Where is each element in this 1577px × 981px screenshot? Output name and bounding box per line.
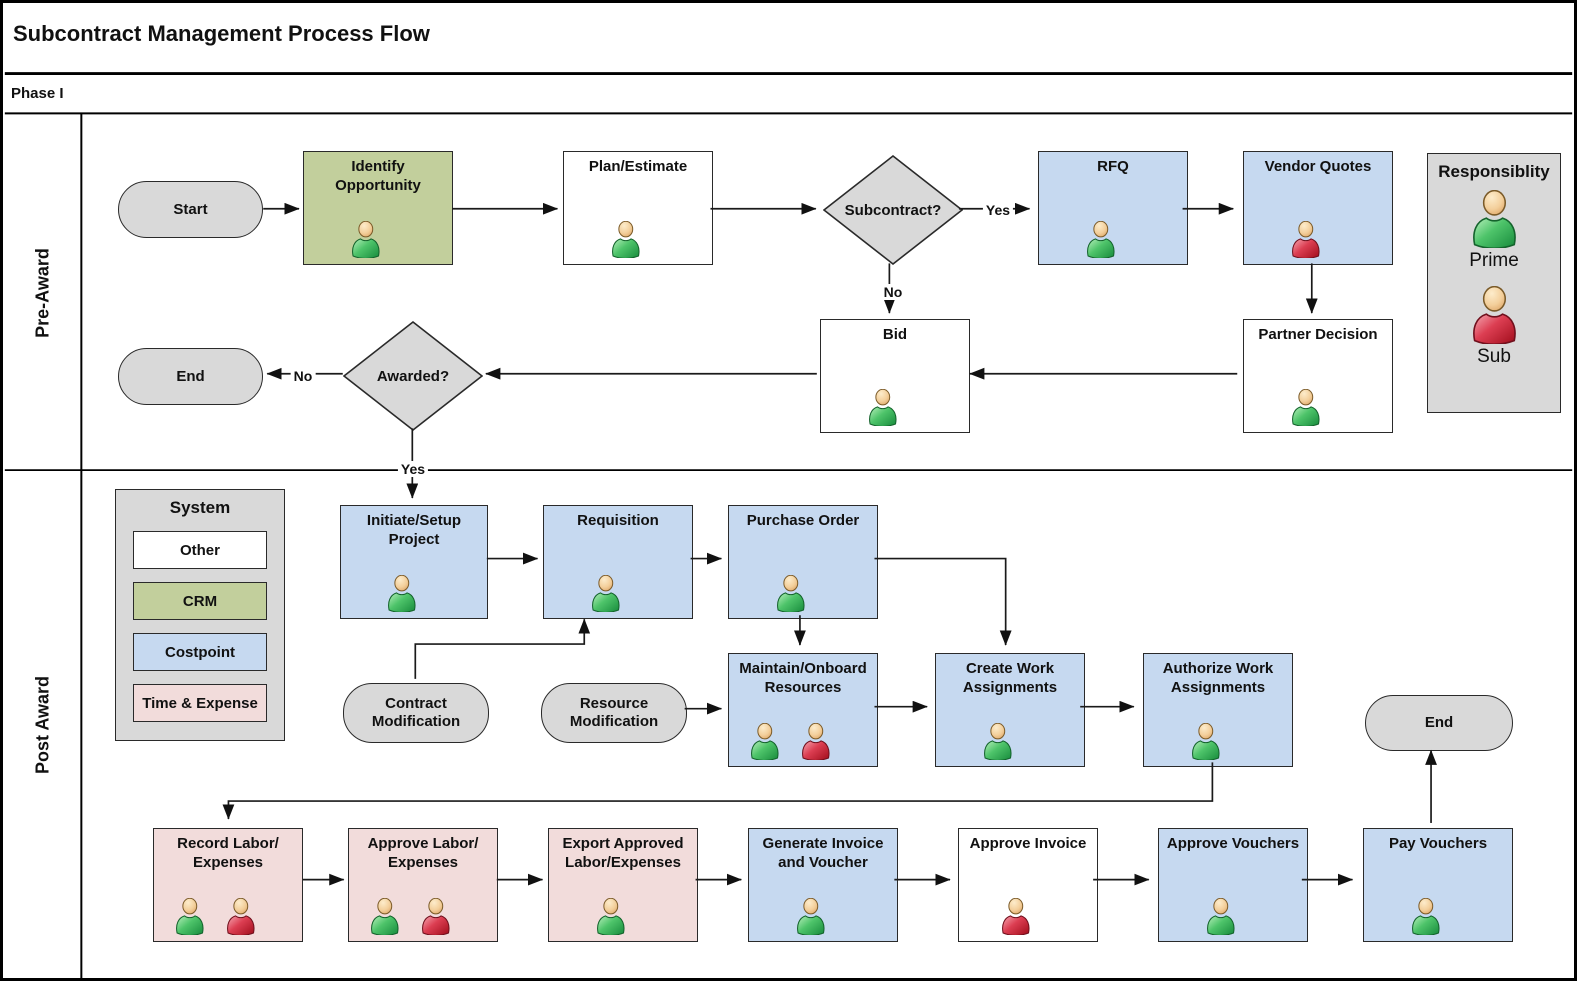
process-requisition: Requisition <box>543 505 693 619</box>
diamond-shape <box>823 155 963 265</box>
person-sub-icon <box>1291 221 1320 258</box>
process-approve-labor-expenses: Approve Labor/ Expenses <box>348 828 498 942</box>
legend-swatch-time-expense: Time & Expense <box>133 684 267 722</box>
legend-swatch-costpoint: Costpoint <box>133 633 267 671</box>
person-prime-icon <box>868 389 897 426</box>
person-sub-icon <box>1473 286 1516 344</box>
edge-label-subcontract-yes: Yes <box>982 202 1014 218</box>
edge-label-awarded-no: No <box>290 368 316 384</box>
terminator-resource-modification: Resource Modification <box>541 683 687 743</box>
person-prime-icon <box>591 575 620 612</box>
person-prime-icon <box>1473 190 1516 248</box>
process-rfq: RFQ <box>1038 151 1188 265</box>
process-plan-estimate: Plan/Estimate <box>563 151 713 265</box>
decision-subcontract: Subcontract? <box>823 155 963 265</box>
end-terminator-postaward: End <box>1365 695 1513 751</box>
person-prime-icon <box>371 898 399 935</box>
process-pay-vouchers: Pay Vouchers <box>1363 828 1513 942</box>
terminator-contract-modification: Contract Modification <box>343 683 489 743</box>
process-initiate-setup-project: Initiate/Setup Project <box>340 505 488 619</box>
process-purchase-order: Purchase Order <box>728 505 878 619</box>
process-approve-vouchers: Approve Vouchers <box>1158 828 1308 942</box>
process-partner-decision: Partner Decision <box>1243 319 1393 433</box>
legend-responsibility: Responsiblity Prime Sub <box>1427 153 1561 413</box>
person-prime-icon <box>611 221 640 258</box>
process-generate-invoice-voucher: Generate Invoice and Voucher <box>748 828 898 942</box>
process-bid: Bid <box>820 319 970 433</box>
person-prime-icon <box>351 221 380 258</box>
person-sub-icon <box>802 723 830 760</box>
person-sub-icon <box>227 898 255 935</box>
lane-label-post-award: Post Award <box>32 675 53 775</box>
person-prime-icon <box>1206 898 1235 935</box>
person-prime-icon <box>1411 898 1440 935</box>
edge-label-subcontract-no: No <box>880 284 906 300</box>
process-identify-opportunity: Identify Opportunity <box>303 151 453 265</box>
person-prime-icon <box>796 898 825 935</box>
legend-swatch-other: Other <box>133 531 267 569</box>
edge-label-awarded-yes: Yes <box>397 461 429 477</box>
process-approve-invoice: Approve Invoice <box>958 828 1098 942</box>
process-authorize-work-assignments: Authorize Work Assignments <box>1143 653 1293 767</box>
process-record-labor-expenses: Record Labor/ Expenses <box>153 828 303 942</box>
phase-band: Phase I <box>11 85 64 102</box>
diagram-title: Subcontract Management Process Flow <box>13 21 430 46</box>
person-prime-icon <box>596 898 625 935</box>
process-vendor-quotes: Vendor Quotes <box>1243 151 1393 265</box>
person-prime-icon <box>1291 389 1320 426</box>
person-sub-icon <box>1001 898 1030 935</box>
start-terminator: Start <box>118 181 263 238</box>
legend-system: System Other CRM Costpoint Time & Expens… <box>115 489 285 741</box>
person-prime-icon <box>776 575 805 612</box>
lane-label-pre-award: Pre-Award <box>32 248 53 338</box>
person-prime-icon <box>1086 221 1115 258</box>
process-maintain-onboard-resources: Maintain/Onboard Resources <box>728 653 878 767</box>
person-prime-icon <box>387 575 416 612</box>
decision-awarded: Awarded? <box>343 321 483 431</box>
person-prime-icon <box>176 898 204 935</box>
person-prime-icon <box>1191 723 1220 760</box>
person-sub-icon <box>422 898 450 935</box>
legend-swatch-crm: CRM <box>133 582 267 620</box>
process-create-work-assignments: Create Work Assignments <box>935 653 1085 767</box>
process-export-approved-labor-expenses: Export Approved Labor/Expenses <box>548 828 698 942</box>
person-prime-icon <box>983 723 1012 760</box>
end-terminator-preaward: End <box>118 348 263 405</box>
person-prime-icon <box>751 723 779 760</box>
